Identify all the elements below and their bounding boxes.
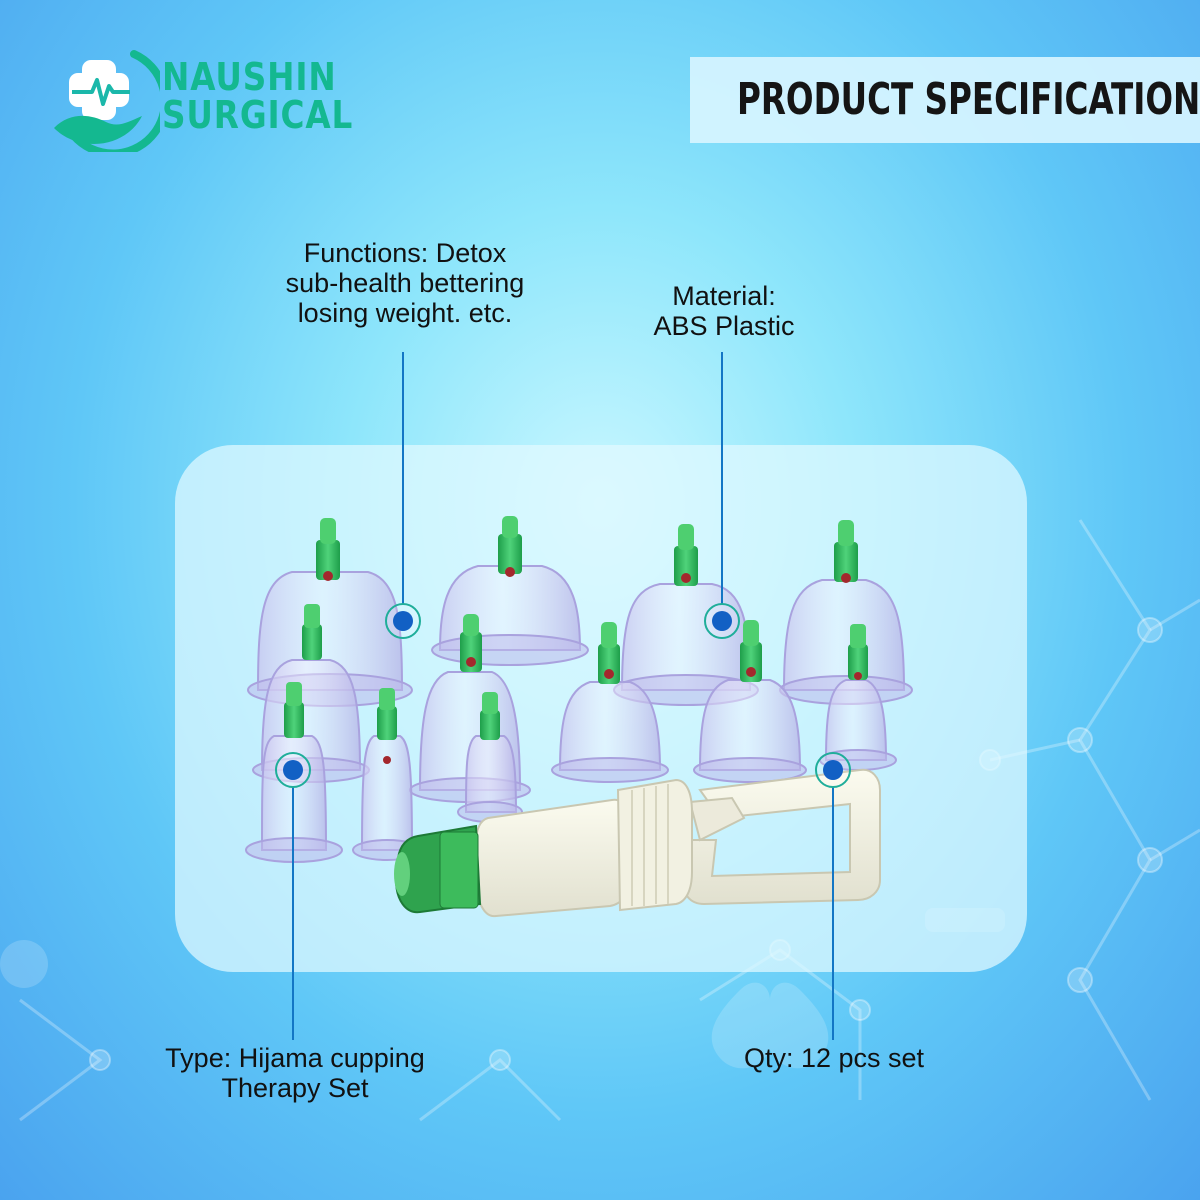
- brand-name-line-1: NAUSHIN: [162, 55, 337, 99]
- functions-leader-line: [402, 352, 404, 604]
- callout-qty: Qty: 12 pcs set: [684, 1043, 984, 1073]
- callout-material-line-1: Material:: [672, 281, 776, 311]
- callout-type-line-1: Type: Hijama cupping: [165, 1043, 425, 1073]
- qty-marker: [815, 752, 851, 788]
- callout-type-line-2: Therapy Set: [221, 1073, 369, 1103]
- material-marker: [704, 603, 740, 639]
- brand-logo: NAUSHIN SURGICAL: [48, 40, 368, 152]
- callout-functions-line-1: Functions: Detox: [303, 238, 507, 268]
- callout-functions-line-3: losing weight. etc.: [297, 298, 513, 328]
- medical-cross-hand-icon: [54, 50, 160, 152]
- callout-qty-line-1: Qty: 12 pcs set: [743, 1043, 925, 1073]
- qty-leader-line: [832, 787, 834, 1040]
- spec-header-banner: PRODUCT SPECIFICATION:: [690, 57, 1200, 143]
- callout-material: Material: ABS Plastic: [574, 281, 874, 341]
- functions-marker: [385, 603, 421, 639]
- brand-name: NAUSHIN SURGICAL: [162, 58, 384, 134]
- callout-material-line-2: ABS Plastic: [653, 311, 795, 341]
- brand-name-line-2: SURGICAL: [162, 93, 354, 137]
- page-title: PRODUCT SPECIFICATION:: [737, 74, 1200, 125]
- callout-functions: Functions: Detox sub-health bettering lo…: [205, 238, 605, 328]
- vacuum-pump-gun-icon: [394, 768, 881, 918]
- callout-type: Type: Hijama cupping Therapy Set: [95, 1043, 495, 1103]
- type-marker: [275, 752, 311, 788]
- callout-functions-line-2: sub-health bettering: [285, 268, 525, 298]
- type-leader-line: [292, 787, 294, 1040]
- material-leader-line: [721, 352, 723, 604]
